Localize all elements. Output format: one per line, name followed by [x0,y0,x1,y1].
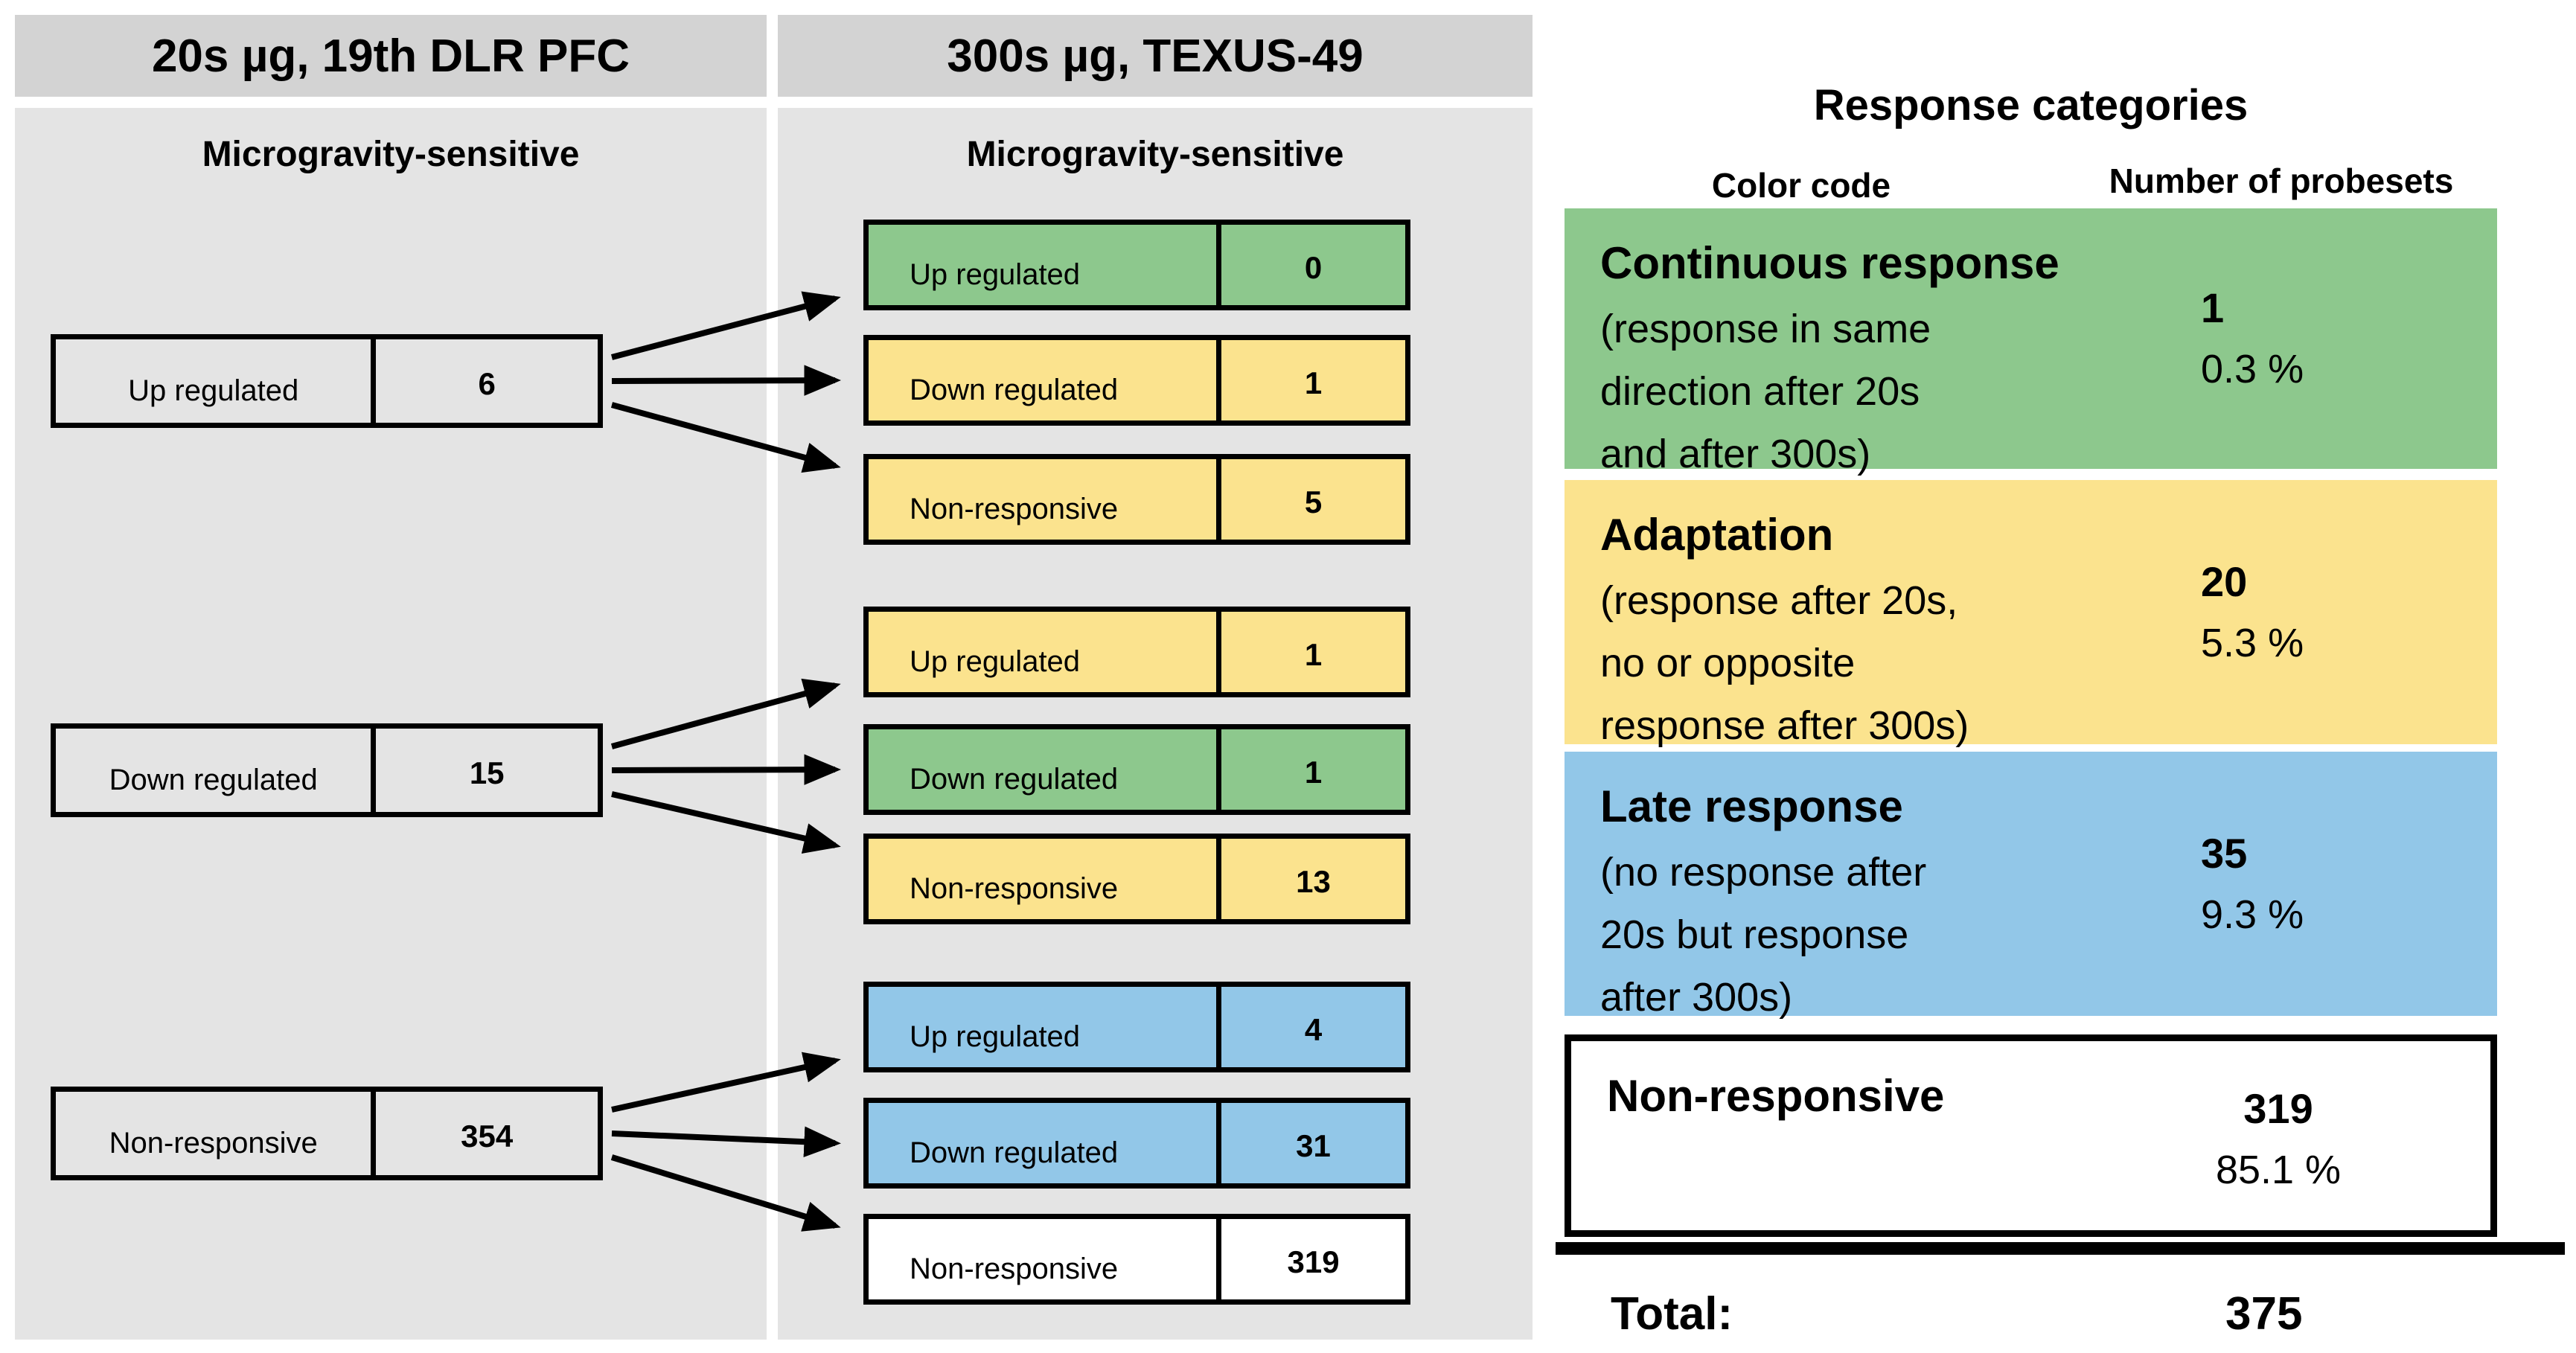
flow-box-label: Up regulated [869,612,1222,692]
total-divider-line [1556,1242,2565,1255]
legend-entry-text: Adaptation (response after 20s, no or opp… [1600,501,1969,757]
legend-entry-title: Adaptation [1600,510,1834,560]
legend-entry-desc-line: after 300s) [1600,975,1793,1020]
flow-box-value: 0 [1304,250,1323,285]
middle-panel-subtitle: Microgravity-sensitive [966,135,1344,174]
legend-title: Response categories [1813,81,2249,129]
legend-col-num-probesets: Number of probesets [2109,161,2454,200]
legend-entry-percent: 0.3 % [2201,347,2304,391]
legend-entry-white: Non-responsive 319 85.1 % [1565,1034,2497,1237]
legend-entry-desc-line: 20s but response [1600,912,1909,957]
legend-entry-desc-line: response after 300s) [1600,703,1969,748]
legend-entry-title: Continuous response [1600,238,2059,288]
flow-box-label: Down regulated [869,1103,1222,1183]
flow-box-mid-1-1: Down regulated 1 [863,724,1410,815]
legend-entry-numbers: 35 9.3 % [2201,823,2304,945]
flow-box-value: 15 [469,755,505,790]
legend-entry-numbers: 20 5.3 % [2201,551,2304,674]
legend-entry-title: Non-responsive [1607,1071,1945,1121]
flow-box-left-2: Non-responsive 354 [51,1087,603,1180]
flow-box-value: 319 [1287,1244,1340,1279]
flow-box-mid-2-0: Up regulated 4 [863,982,1410,1072]
flow-box-label: Up regulated [869,987,1222,1067]
left-panel-title: 20s µg, 19th DLR PFC [151,30,630,82]
flow-box-label: Down regulated [869,729,1222,810]
legend-entry-count: 35 [2201,829,2248,877]
flow-box-mid-1-2: Non-responsive 13 [863,834,1410,924]
legend-entry-desc-line: (response after 20s, [1600,578,1958,623]
flow-box-mid-1-0: Up regulated 1 [863,607,1410,697]
legend-entry-desc-line: (response in same [1600,307,1931,351]
legend-entry-yellow: Adaptation (response after 20s, no or opp… [1565,480,2497,748]
flow-box-left-1: Down regulated 15 [51,723,603,817]
legend-entry-desc-line: and after 300s) [1600,432,1871,476]
flow-box-value: 6 [478,366,496,401]
flow-box-label: Non-responsive [869,459,1222,540]
legend-entry-numbers: 319 85.1 % [2122,1078,2435,1200]
flow-box-value: 4 [1304,1012,1323,1047]
legend-entry-desc-line: no or opposite [1600,641,1856,685]
total-value: 375 [2225,1288,2303,1340]
flow-box-value: 31 [1296,1128,1331,1163]
legend-entry-desc-line: (no response after [1600,850,1927,895]
left-panel-subtitle: Microgravity-sensitive [202,135,580,174]
middle-panel-header: 300s µg, TEXUS-49 [778,15,1533,97]
legend-entry-title: Late response [1600,781,1903,831]
legend-entry-count: 1 [2201,284,2225,331]
flow-box-value: 1 [1304,637,1323,672]
flow-box-value: 5 [1304,484,1323,519]
legend-entry-percent: 9.3 % [2201,892,2304,937]
flow-box-value: 13 [1296,864,1331,899]
legend-entry-numbers: 1 0.3 % [2201,278,2304,400]
flow-box-value: 1 [1304,755,1323,790]
flow-box-value: 1 [1304,365,1323,400]
flow-box-mid-0-1: Down regulated 1 [863,335,1410,426]
flow-box-value: 354 [461,1119,514,1154]
flow-box-label: Non-responsive [869,839,1222,919]
flow-box-mid-2-1: Down regulated 31 [863,1098,1410,1189]
legend-entry-count: 319 [2243,1085,2313,1132]
legend-entry-percent: 5.3 % [2201,620,2304,665]
flow-box-label: Up regulated [869,225,1222,305]
legend-entry-text: Continuous response (response in same dire… [1600,229,2059,485]
legend-entry-count: 20 [2201,557,2248,605]
legend-entry-text: Late response (no response after 20s but … [1600,773,1926,1029]
legend-col-color-code: Color code [1711,166,1891,205]
legend-entry-blue: Late response (no response after 20s but … [1565,752,2497,1020]
legend-entry-percent: 85.1 % [2215,1148,2342,1192]
middle-panel-title: 300s µg, TEXUS-49 [947,30,1364,82]
legend-entry-text: Non-responsive [1607,1062,1944,1130]
flow-box-mid-2-2: Non-responsive 319 [863,1214,1410,1305]
legend-entry-desc-line: direction after 20s [1600,369,1920,414]
left-panel-header: 20s µg, 19th DLR PFC [15,15,767,97]
flow-box-left-0: Up regulated 6 [51,334,603,428]
flow-box-mid-0-0: Up regulated 0 [863,220,1410,310]
flow-box-label: Down regulated [56,729,377,812]
flow-box-mid-0-2: Non-responsive 5 [863,454,1410,545]
flow-box-label: Up regulated [56,339,377,423]
flow-box-label: Non-responsive [869,1219,1222,1299]
flow-box-label: Non-responsive [56,1092,377,1175]
total-label: Total: [1611,1288,1733,1340]
legend-entry-green: Continuous response (response in same dire… [1565,208,2497,476]
flow-box-label: Down regulated [869,340,1222,420]
